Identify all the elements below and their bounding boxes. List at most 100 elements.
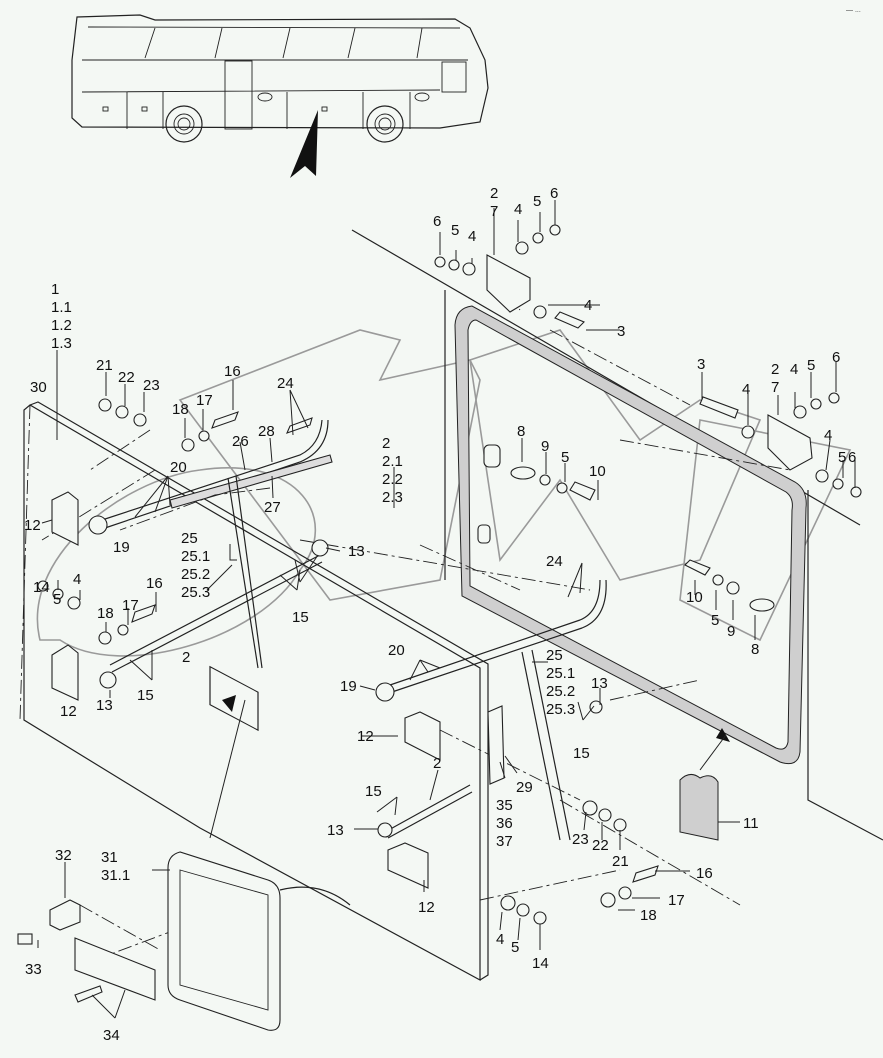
callout-13-right: 13 bbox=[591, 675, 608, 692]
callout-line: 16 bbox=[224, 363, 241, 380]
callout-5-mid: 5 bbox=[561, 449, 569, 466]
callout-12-c: 12 bbox=[357, 728, 374, 745]
callout-line: 5 bbox=[838, 449, 846, 466]
callout-line: 10 bbox=[589, 463, 606, 480]
callout-line: 13 bbox=[327, 822, 344, 839]
callout-line: 22 bbox=[592, 837, 609, 854]
callout-line: 31 bbox=[101, 849, 118, 866]
callout-5-right: 5 bbox=[711, 612, 719, 629]
callout-8-top: 8 bbox=[517, 423, 525, 440]
callout-line: 15 bbox=[573, 745, 590, 762]
callout-line: 12 bbox=[357, 728, 374, 745]
callout-line: 25.1 bbox=[546, 665, 575, 682]
callout-line: 25.3 bbox=[546, 701, 575, 718]
callout-line: 4 bbox=[73, 571, 81, 588]
callout-5-r3: 5 bbox=[838, 449, 846, 466]
callout-line: 12 bbox=[60, 703, 77, 720]
callout-line: 6 bbox=[433, 213, 441, 230]
callout-2-left: 2 bbox=[182, 649, 190, 666]
seal-profile bbox=[679, 774, 719, 841]
bracket-12-b bbox=[51, 644, 79, 701]
callout-line: 12 bbox=[24, 517, 41, 534]
callout-line: 2.1 bbox=[382, 453, 403, 470]
callout-line: 15 bbox=[137, 687, 154, 704]
bus-overview bbox=[71, 14, 489, 178]
callout-line: 18 bbox=[172, 401, 189, 418]
callout-5-r2: 5 bbox=[807, 357, 815, 374]
callout-6-r3: 6 bbox=[848, 449, 856, 466]
callout-line: 17 bbox=[668, 892, 685, 909]
callout-9-right: 9 bbox=[727, 623, 735, 640]
callout-line: 18 bbox=[640, 907, 657, 924]
callout-8-right: 8 bbox=[751, 641, 759, 658]
callout-18-mid: 18 bbox=[97, 605, 114, 622]
callout-15-mid: 15 bbox=[292, 609, 309, 626]
callout-5-tl: 5 bbox=[451, 222, 459, 239]
callout-line: 36 bbox=[496, 815, 513, 832]
bracket-12-d bbox=[387, 842, 429, 889]
callout-4-r3: 4 bbox=[824, 427, 832, 444]
callout-line: 5 bbox=[807, 357, 815, 374]
callout-line: 8 bbox=[751, 641, 759, 658]
callout-line: 25.2 bbox=[546, 683, 575, 700]
hardware-parts bbox=[17, 224, 862, 1031]
callout-5-left: 5 bbox=[53, 591, 61, 608]
callout-4-r2: 4 bbox=[790, 361, 798, 378]
callout-15-right: 15 bbox=[573, 745, 590, 762]
callout-30: 30 bbox=[30, 379, 47, 396]
callout-line: 23 bbox=[572, 831, 589, 848]
door-frame bbox=[351, 229, 883, 841]
callout-line: 6 bbox=[848, 449, 856, 466]
callout-line: 3 bbox=[617, 323, 625, 340]
callout-5-top: 5 bbox=[533, 193, 541, 210]
callout-line: 2 bbox=[771, 361, 779, 378]
callout-line: 15 bbox=[292, 609, 309, 626]
callout-line: 4 bbox=[790, 361, 798, 378]
callout-19-left: 19 bbox=[113, 539, 130, 556]
location-arrow-icon bbox=[290, 110, 318, 178]
callout-16-low: 16 bbox=[696, 865, 713, 882]
callout-6-top: 6 bbox=[550, 185, 558, 202]
callout-line: 16 bbox=[146, 575, 163, 592]
callout-18-top: 18 bbox=[172, 401, 189, 418]
callout-line: 25.2 bbox=[181, 566, 210, 583]
hinge-bracket-right bbox=[767, 414, 813, 471]
callout-line: 11 bbox=[743, 815, 759, 832]
callout-9-top: 9 bbox=[541, 438, 549, 455]
callout-line: 37 bbox=[496, 833, 513, 850]
callout-line: 7 bbox=[771, 379, 779, 396]
callout-line: 10 bbox=[686, 589, 703, 606]
callout-4-right: 4 bbox=[742, 381, 750, 398]
callout-15-left: 15 bbox=[137, 687, 154, 704]
callout-4-top: 4 bbox=[514, 201, 522, 218]
callout-24-right: 24 bbox=[546, 553, 563, 570]
bracket-12-a bbox=[51, 491, 79, 546]
callout-line: 4 bbox=[824, 427, 832, 444]
callout-line: 25 bbox=[546, 647, 563, 664]
callout-line: 4 bbox=[496, 931, 504, 948]
callout-27: 27 bbox=[264, 499, 281, 516]
callout-21-top: 21 bbox=[96, 357, 113, 374]
callout-15-low: 15 bbox=[365, 783, 382, 800]
callout-22-low: 22 bbox=[592, 837, 609, 854]
callout-16-mid: 16 bbox=[146, 575, 163, 592]
hinge-bracket-top bbox=[486, 254, 531, 313]
callout-line: 21 bbox=[96, 357, 113, 374]
callout-6-r2: 6 bbox=[832, 349, 840, 366]
handle-housing bbox=[167, 851, 281, 1031]
callout-5-low: 5 bbox=[511, 939, 519, 956]
callout-line: 27 bbox=[264, 499, 281, 516]
callout-line: 3 bbox=[697, 356, 705, 373]
callout-line: 17 bbox=[196, 392, 213, 409]
callout-line: 1.2 bbox=[51, 317, 72, 334]
callout-23-top: 23 bbox=[143, 377, 160, 394]
callout-line: 5 bbox=[451, 222, 459, 239]
callout-11: 11 bbox=[743, 815, 759, 832]
callout-26: 26 bbox=[232, 433, 249, 450]
callout-line: 1.3 bbox=[51, 335, 72, 352]
corner-mark: — ... bbox=[846, 7, 861, 14]
callout-4-left: 4 bbox=[73, 571, 81, 588]
